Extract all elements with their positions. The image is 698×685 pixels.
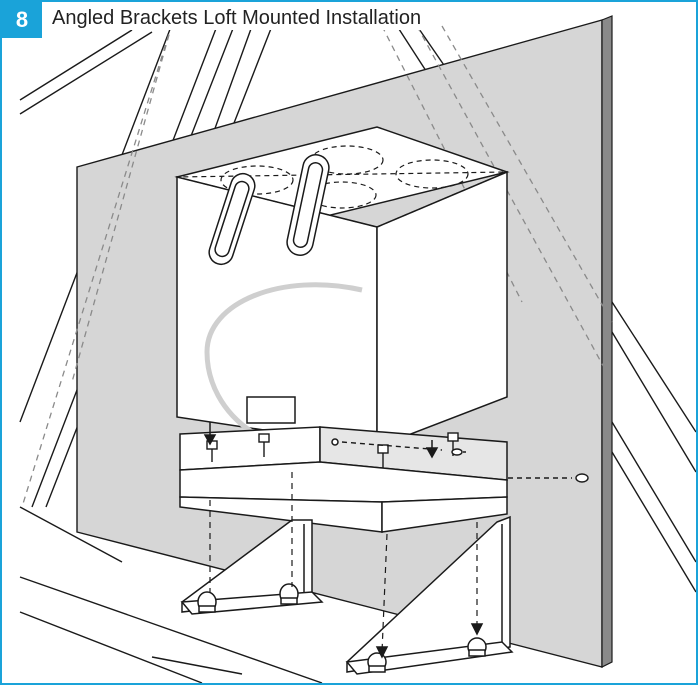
bracket-arrows — [375, 623, 484, 659]
step-number-badge: 8 — [2, 2, 42, 38]
left-brackets — [180, 519, 324, 615]
mounting-tray — [179, 426, 508, 533]
unit-label-plate — [246, 396, 296, 424]
unit-logo-swoosh — [204, 282, 363, 435]
right-bracket — [345, 515, 514, 675]
figure-title: Angled Brackets Loft Mounted Installatio… — [50, 7, 424, 30]
alignment-lines — [209, 472, 478, 653]
side-screws — [341, 441, 589, 483]
unit-handles — [208, 154, 330, 266]
placement-arrows — [203, 422, 439, 459]
